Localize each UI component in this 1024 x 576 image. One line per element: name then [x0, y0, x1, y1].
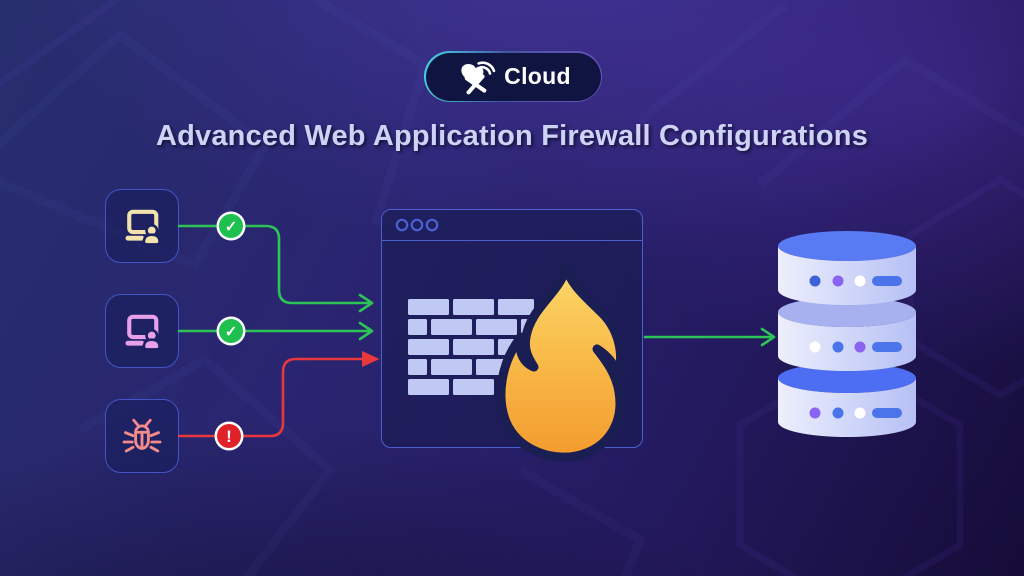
brick-wall — [408, 299, 534, 395]
status-badge-allowed-2: ✓ — [216, 316, 246, 346]
database-icon — [778, 231, 916, 437]
check-icon: ✓ — [225, 324, 238, 341]
cloud-heart-logo-icon — [461, 60, 496, 94]
clean-output-flow — [643, 327, 776, 347]
laptop-user-icon — [125, 314, 161, 351]
db-cylinder-1 — [778, 231, 916, 305]
brand-badge: Cloud — [424, 51, 602, 102]
exclamation-icon: ! — [226, 427, 232, 446]
client-malware — [105, 399, 179, 473]
client-user-2 — [105, 294, 179, 368]
check-icon: ✓ — [225, 219, 238, 236]
db-cylinder-3 — [778, 363, 916, 437]
brand-name: Cloud — [504, 63, 571, 89]
status-badge-blocked: ! — [214, 421, 244, 451]
blocked-flow — [177, 351, 380, 438]
client-user-1 — [105, 189, 179, 263]
firewall-brick-flame-art — [408, 262, 626, 462]
window-control-dots — [395, 218, 439, 232]
window-titlebar — [382, 210, 642, 241]
allowed-flow-1 — [177, 224, 374, 313]
flame-icon — [496, 262, 626, 462]
bug-icon — [122, 418, 162, 453]
laptop-user-icon — [125, 209, 161, 246]
status-badge-allowed-1: ✓ — [216, 211, 246, 241]
firewall-window — [381, 209, 643, 462]
db-cylinder-2 — [778, 297, 916, 371]
allowed-flow-2 — [177, 321, 374, 341]
brand-badge-inner: Cloud — [425, 52, 601, 101]
page-title: Advanced Web Application Firewall Config… — [155, 120, 869, 152]
